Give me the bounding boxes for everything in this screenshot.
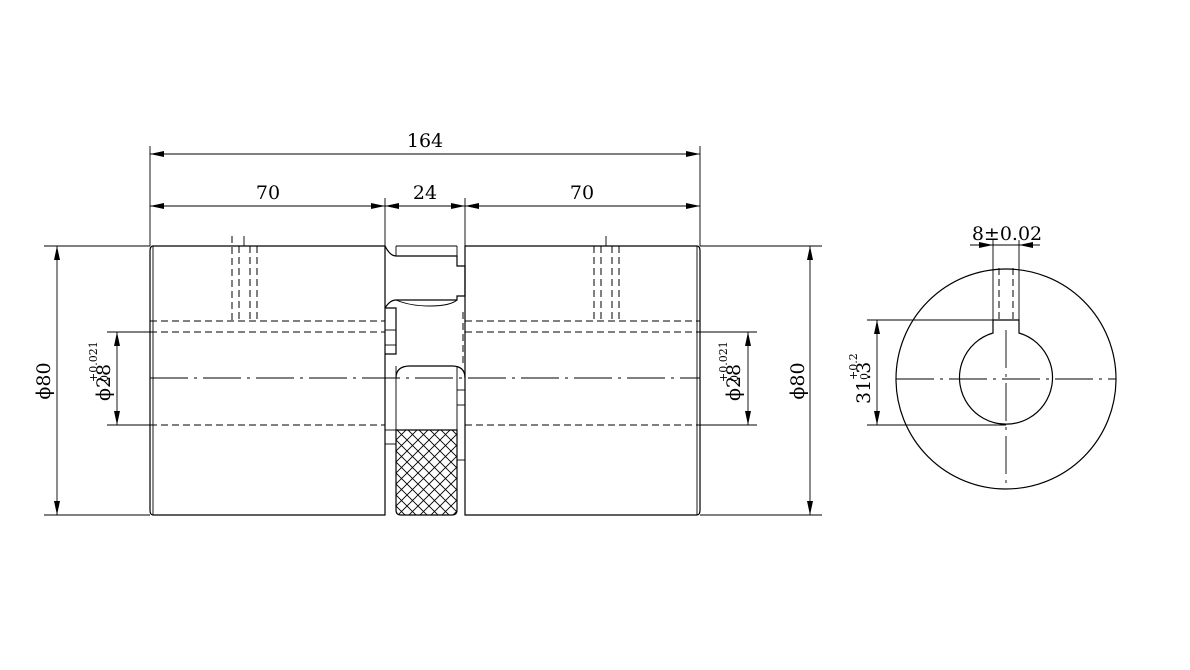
keyway-depth-nominal: 31.3 <box>853 362 875 404</box>
keyway-width-label: 8±0.02 <box>972 223 1042 245</box>
right-bore-nominal: ϕ28 <box>723 364 745 401</box>
keyway-depth-label: 31.3 +0.2 0 <box>847 353 875 404</box>
end-view-bore-keyway <box>958 319 1054 425</box>
left-bore-nominal: ϕ28 <box>93 364 115 401</box>
right-outer-diameter-label: ϕ80 <box>787 362 809 399</box>
left-keyway-hidden <box>231 236 258 321</box>
right-bore-upper-tol: +0.021 <box>717 341 730 382</box>
spider-length-label: 24 <box>413 182 437 204</box>
left-bore-lower-tol: 0 <box>98 375 111 382</box>
end-view: 8±0.02 31.3 +0.2 0 <box>847 223 1117 490</box>
bore-hidden-lines <box>150 312 700 426</box>
left-bore-label: ϕ28 +0.021 0 <box>87 341 115 401</box>
right-keyway-hidden <box>593 236 620 321</box>
dimension-labels: 164 70 24 70 ϕ80 ϕ28 +0.021 0 ϕ28 +0.021… <box>33 130 809 401</box>
right-hub <box>464 245 701 516</box>
keyway-depth-lower-tol: 0 <box>858 373 871 380</box>
left-hub-length-label: 70 <box>256 182 280 204</box>
left-hub <box>149 245 386 516</box>
keyway-depth-upper-tol: +0.2 <box>847 353 860 380</box>
overall-length-label: 164 <box>407 130 443 152</box>
right-bore-label: ϕ28 +0.021 0 <box>717 341 745 401</box>
left-outer-diameter-label: ϕ80 <box>33 362 55 399</box>
right-bore-lower-tol: 0 <box>728 375 741 382</box>
left-bore-upper-tol: +0.021 <box>87 341 100 382</box>
right-hub-length-label: 70 <box>570 182 594 204</box>
dimension-lines <box>44 146 822 516</box>
spider-jaws <box>384 245 466 516</box>
side-view <box>149 236 701 516</box>
